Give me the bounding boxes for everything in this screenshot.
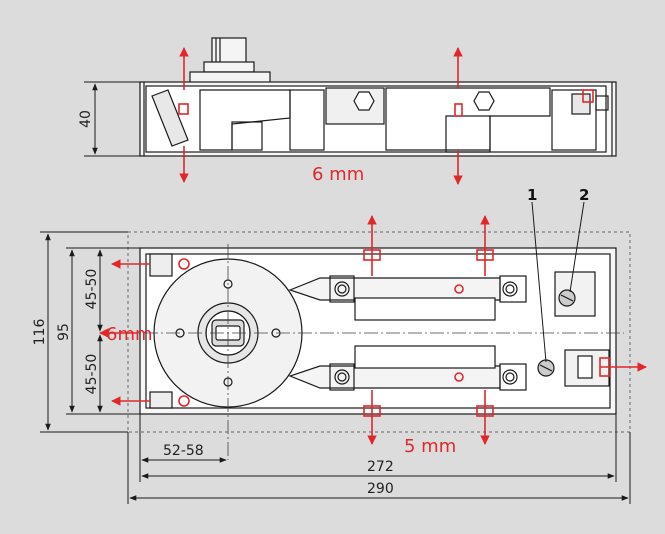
spindle — [211, 37, 247, 65]
horizontal-dims — [127, 414, 631, 504]
callout-1: 1 — [527, 186, 537, 204]
top-adjust-arrows — [99, 215, 647, 445]
vertical-dims — [40, 231, 140, 433]
cover-plate-outline — [127, 231, 631, 433]
callout-2: 2 — [579, 186, 589, 204]
side-height-dim — [84, 81, 140, 157]
dim-95: 95 — [56, 323, 72, 341]
bottom-adjust-label: 5 mm — [404, 436, 456, 457]
dim-290: 290 — [367, 481, 394, 497]
side-adjust-label: 6 mm — [312, 164, 364, 185]
dim-52-58: 52-58 — [163, 443, 204, 459]
dim-116: 116 — [32, 319, 48, 346]
top-view — [139, 247, 617, 415]
side-view — [139, 37, 617, 157]
center-lines — [100, 244, 624, 460]
dim-272: 272 — [367, 459, 394, 475]
dim-spacing-top: 45-50 — [84, 269, 100, 310]
left-adjust-label: 6mm — [106, 324, 153, 345]
callout-lines — [531, 201, 585, 363]
side-adjust-arrows — [178, 47, 594, 185]
dim-spacing-bottom: 45-50 — [84, 354, 100, 395]
side-height-label: 40 — [78, 110, 94, 128]
